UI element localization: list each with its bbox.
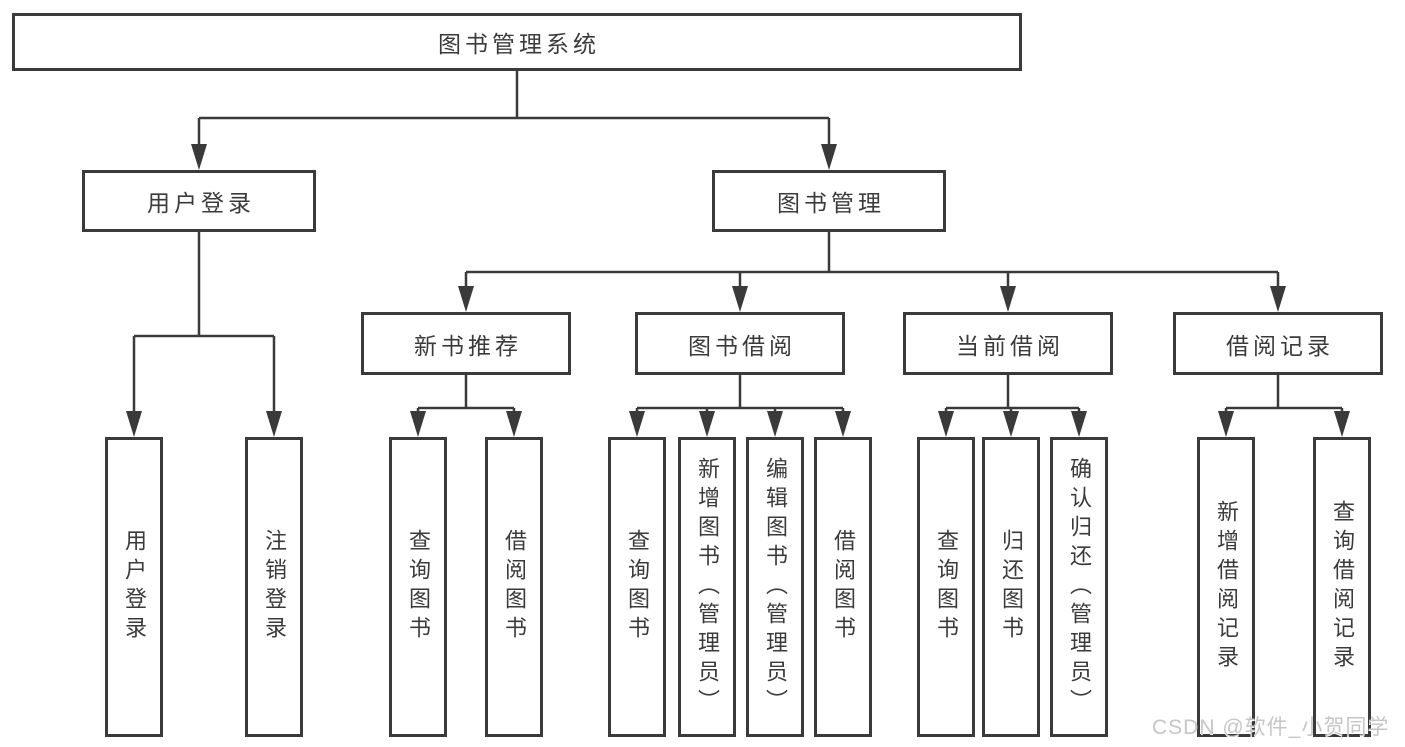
connector-newbooks-to-leaves [410, 375, 522, 437]
node-book-borrow-label: 图书借阅 [688, 332, 796, 359]
leaf-bb-borrow-books: 借阅图书 [814, 437, 872, 737]
connector-bookmgmt-to-level3 [458, 232, 1286, 312]
arrowhead [835, 411, 851, 437]
arrowhead [1334, 411, 1350, 437]
leaf-logout: 注销登录 [245, 437, 303, 737]
leaf-bb-edit-books-admin: 编辑图书（管理员） [746, 437, 804, 737]
arrowhead [266, 411, 282, 437]
arrowhead [458, 286, 474, 312]
arrowhead [1000, 286, 1016, 312]
leaf-br-add-borrow-record-label: 新增借阅记录 [1214, 500, 1239, 674]
node-new-book-recommend: 新书推荐 [361, 312, 571, 375]
arrowhead [1071, 411, 1087, 437]
leaf-cb-query-books-label: 查询图书 [934, 529, 959, 645]
arrowhead [1270, 286, 1286, 312]
arrowhead [410, 411, 426, 437]
leaf-br-query-borrow-record-label: 查询借阅记录 [1330, 500, 1355, 674]
leaf-cb-query-books: 查询图书 [917, 437, 975, 737]
csdn-watermark: CSDN @软件_小贺同学 [1152, 716, 1390, 739]
leaf-nb-query-books: 查询图书 [389, 437, 447, 737]
connector-currentborrow-to-leaves [938, 375, 1087, 437]
leaf-bb-borrow-books-label: 借阅图书 [831, 529, 856, 645]
leaf-bb-add-books-admin-label: 新增图书（管理员） [695, 456, 720, 718]
leaf-logout-label: 注销登录 [262, 529, 287, 645]
node-user-login-label: 用户登录 [147, 190, 255, 216]
connector-userlogin-to-leaves [126, 232, 282, 437]
arrowhead [126, 411, 142, 437]
arrowhead [1003, 411, 1019, 437]
leaf-cb-confirm-return-admin: 确认归还（管理员） [1050, 437, 1108, 737]
node-book-management: 图书管理 [712, 170, 946, 232]
connector-borrowrecords-to-leaves [1218, 375, 1350, 437]
connector-root-to-level2 [191, 70, 837, 170]
leaf-cb-return-books-label: 归还图书 [999, 529, 1024, 645]
node-current-borrow-label: 当前借阅 [956, 332, 1064, 359]
leaf-bb-query-books-label: 查询图书 [625, 529, 650, 645]
node-borrow-records: 借阅记录 [1173, 312, 1383, 375]
connector-bookborrow-to-leaves [629, 375, 851, 437]
node-root-label: 图书管理系统 [438, 31, 600, 57]
leaf-nb-borrow-books: 借阅图书 [485, 437, 543, 737]
node-current-borrow: 当前借阅 [903, 312, 1113, 375]
leaf-bb-add-books-admin: 新增图书（管理员） [678, 437, 736, 737]
leaf-bb-query-books: 查询图书 [608, 437, 666, 737]
arrowhead [821, 144, 837, 170]
leaf-nb-query-books-label: 查询图书 [406, 529, 431, 645]
leaf-bb-edit-books-admin-label: 编辑图书（管理员） [763, 456, 788, 718]
arrowhead [191, 144, 207, 170]
node-book-borrow: 图书借阅 [635, 312, 845, 375]
arrowhead [767, 411, 783, 437]
node-book-management-label: 图书管理 [777, 190, 885, 216]
leaf-user-login: 用户登录 [105, 437, 163, 737]
node-user-login: 用户登录 [82, 170, 316, 232]
node-root: 图书管理系统 [12, 13, 1022, 71]
arrowhead [732, 286, 748, 312]
leaf-cb-confirm-return-admin-label: 确认归还（管理员） [1067, 456, 1092, 718]
arrowhead [629, 411, 645, 437]
arrowhead [699, 411, 715, 437]
leaf-user-login-label: 用户登录 [122, 529, 147, 645]
arrowhead [938, 411, 954, 437]
leaf-nb-borrow-books-label: 借阅图书 [502, 529, 527, 645]
leaf-br-query-borrow-record: 查询借阅记录 [1313, 437, 1371, 737]
leaf-cb-return-books: 归还图书 [982, 437, 1040, 737]
arrowhead [506, 411, 522, 437]
arrowhead [1218, 411, 1234, 437]
node-borrow-records-label: 借阅记录 [1226, 332, 1334, 359]
leaf-br-add-borrow-record: 新增借阅记录 [1197, 437, 1255, 737]
node-new-book-recommend-label: 新书推荐 [414, 332, 522, 359]
